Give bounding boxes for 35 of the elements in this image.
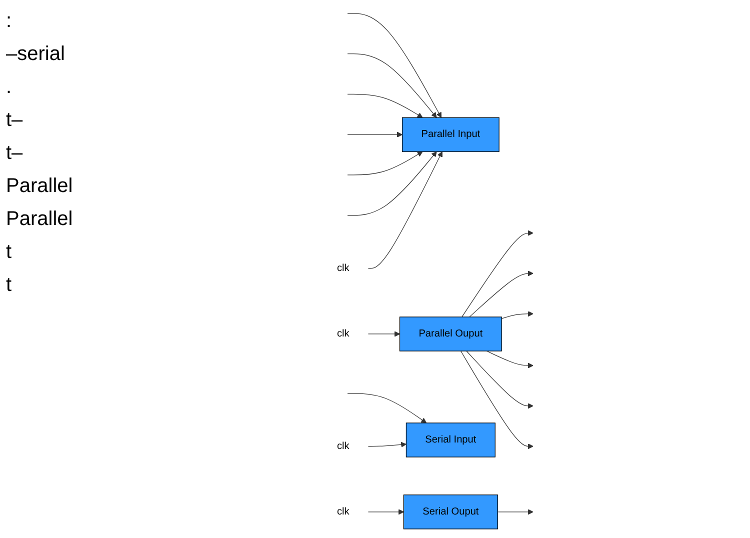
label-text: Parallel [6,208,74,231]
label-text: t [6,274,13,297]
arrow [347,151,437,216]
arrow [469,270,534,318]
node-text: clk [336,506,350,517]
node-box: Parallel Input [402,117,500,152]
node-box: Serial Ouput [403,494,498,530]
label-text: Parallel [6,175,74,198]
arrow [368,442,406,448]
arrow [347,94,423,118]
arrow [497,509,534,515]
label-text: : [6,10,13,33]
arrow [347,13,442,118]
arrow [347,132,403,138]
label-text: t [6,241,13,264]
label-text: t– [6,142,24,165]
label-text: . [6,76,13,99]
arrow [368,509,404,515]
label-text: t– [6,109,24,132]
arrow [501,311,534,319]
arrow [347,392,427,424]
node-box: Parallel Ouput [399,316,502,352]
label-text: –serial [6,43,66,66]
node-text: clk [336,440,350,452]
node-box: Serial Input [406,422,496,458]
node-text: clk [336,262,350,274]
arrow [486,350,534,368]
arrow [368,331,400,337]
arrow [347,54,437,118]
arrow [460,350,534,450]
arrow [368,151,442,269]
arrow [462,230,534,318]
arrow [347,151,423,176]
arrow [466,350,534,409]
node-text: clk [336,328,350,340]
